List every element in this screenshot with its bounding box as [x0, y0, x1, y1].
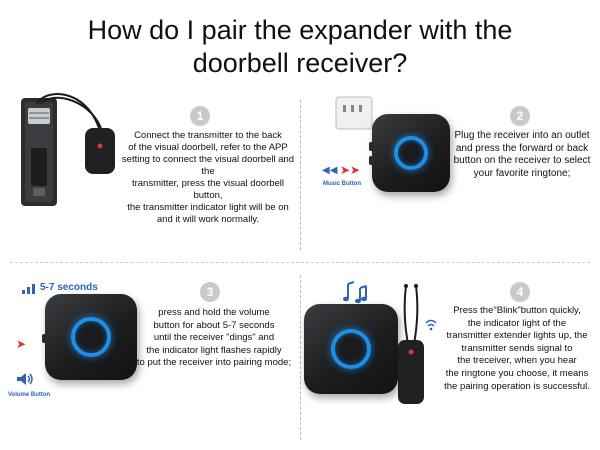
- step-2-line: button on the receiver to select: [453, 155, 591, 166]
- step-4-transmitter-image: [398, 284, 424, 404]
- step-3-line: to put the receiver into pairing mode;: [136, 357, 292, 368]
- step-1-line: transmitter, press the visual doorbell b…: [131, 178, 285, 201]
- step-4-line: the ringtone you choose, it means: [445, 367, 589, 379]
- receiver-volume-button: [42, 334, 47, 343]
- step-1-doorbell-image: [21, 93, 115, 206]
- step-1-line: setting to connect the visual doorbell a…: [121, 154, 295, 177]
- outlet-icon: [335, 96, 373, 130]
- divider-horizontal: [10, 262, 590, 263]
- step-4-line: the treceiver, when you hear: [457, 355, 577, 367]
- forward-arrow-icon: ➤➤: [340, 163, 361, 177]
- step-4-receiver: [304, 304, 398, 394]
- step-4-line: the indicator light of the: [467, 317, 567, 329]
- step-1-line: Connect the transmitter to the back: [134, 130, 282, 141]
- title-line-2: doorbell receiver?: [192, 48, 408, 78]
- step-3-receiver: [42, 294, 137, 380]
- step-3-line: until the receiver "dings" and: [153, 332, 275, 343]
- hold-duration-label: 5-7 seconds: [40, 282, 98, 293]
- step-4-line: the pairing operation is successful.: [444, 380, 590, 392]
- step-1-text: Connect the transmitter to the back of t…: [118, 130, 298, 226]
- step-2-line: Plug the receiver into an outlet: [454, 130, 590, 141]
- speaker-icon: [17, 373, 33, 385]
- step-4-line: transmitter extender lights up, the: [446, 330, 588, 342]
- step-3-line: the indicator light flashes rapidly: [146, 344, 282, 356]
- step-3-line: button for about 5-7 seconds: [153, 319, 275, 331]
- page-title: How do I pair the expander with the door…: [0, 14, 600, 80]
- step-4-badge: 4: [510, 282, 530, 302]
- step-1-badge: 1: [190, 106, 210, 126]
- music-notes-icon: [343, 281, 367, 304]
- divider-vertical-bottom: [300, 275, 301, 440]
- music-button-label: Music Button: [323, 181, 361, 187]
- receiver-indicator-ring: [71, 317, 111, 357]
- step-1-line: of the visual doorbell, refer to the APP: [128, 142, 288, 153]
- step-1-line: the transmitter indicator light will be …: [127, 202, 289, 213]
- receiver-indicator-ring: [331, 329, 371, 369]
- step-4-text: Press the"Blink"button quickly, the indi…: [436, 305, 598, 393]
- title-line-1: How do I pair the expander with the: [87, 15, 513, 45]
- signal-bars-icon: [22, 284, 35, 294]
- step-4-line: transmitter sends signal to: [461, 342, 573, 354]
- step-2-receiver: [369, 114, 450, 192]
- receiver-side-button: [369, 156, 374, 165]
- receiver-indicator-ring: [394, 136, 428, 170]
- divider-vertical-top: [300, 100, 301, 250]
- wifi-signal-icon: [425, 319, 437, 331]
- receiver-side-button: [369, 142, 374, 151]
- volume-arrow-icon: ➤: [16, 337, 27, 351]
- step-1-line: and it will work normally.: [156, 214, 260, 225]
- step-2-line: your favorite ringtone;: [473, 167, 571, 179]
- volume-button-label: Volume Button: [8, 392, 51, 398]
- step-4-line: Press the"Blink"button quickly,: [453, 305, 581, 316]
- step-2-text: Plug the receiver into an outlet and pre…: [452, 130, 592, 180]
- step-2-badge: 2: [510, 106, 530, 126]
- step-2-line: and press the forward or back: [455, 142, 589, 154]
- back-arrow-icon: ◀◀: [322, 165, 338, 176]
- step-3-line: press and hold the volume: [158, 307, 270, 318]
- step-3-badge: 3: [200, 282, 220, 302]
- step-3-text: press and hold the volume button for abo…: [130, 307, 298, 370]
